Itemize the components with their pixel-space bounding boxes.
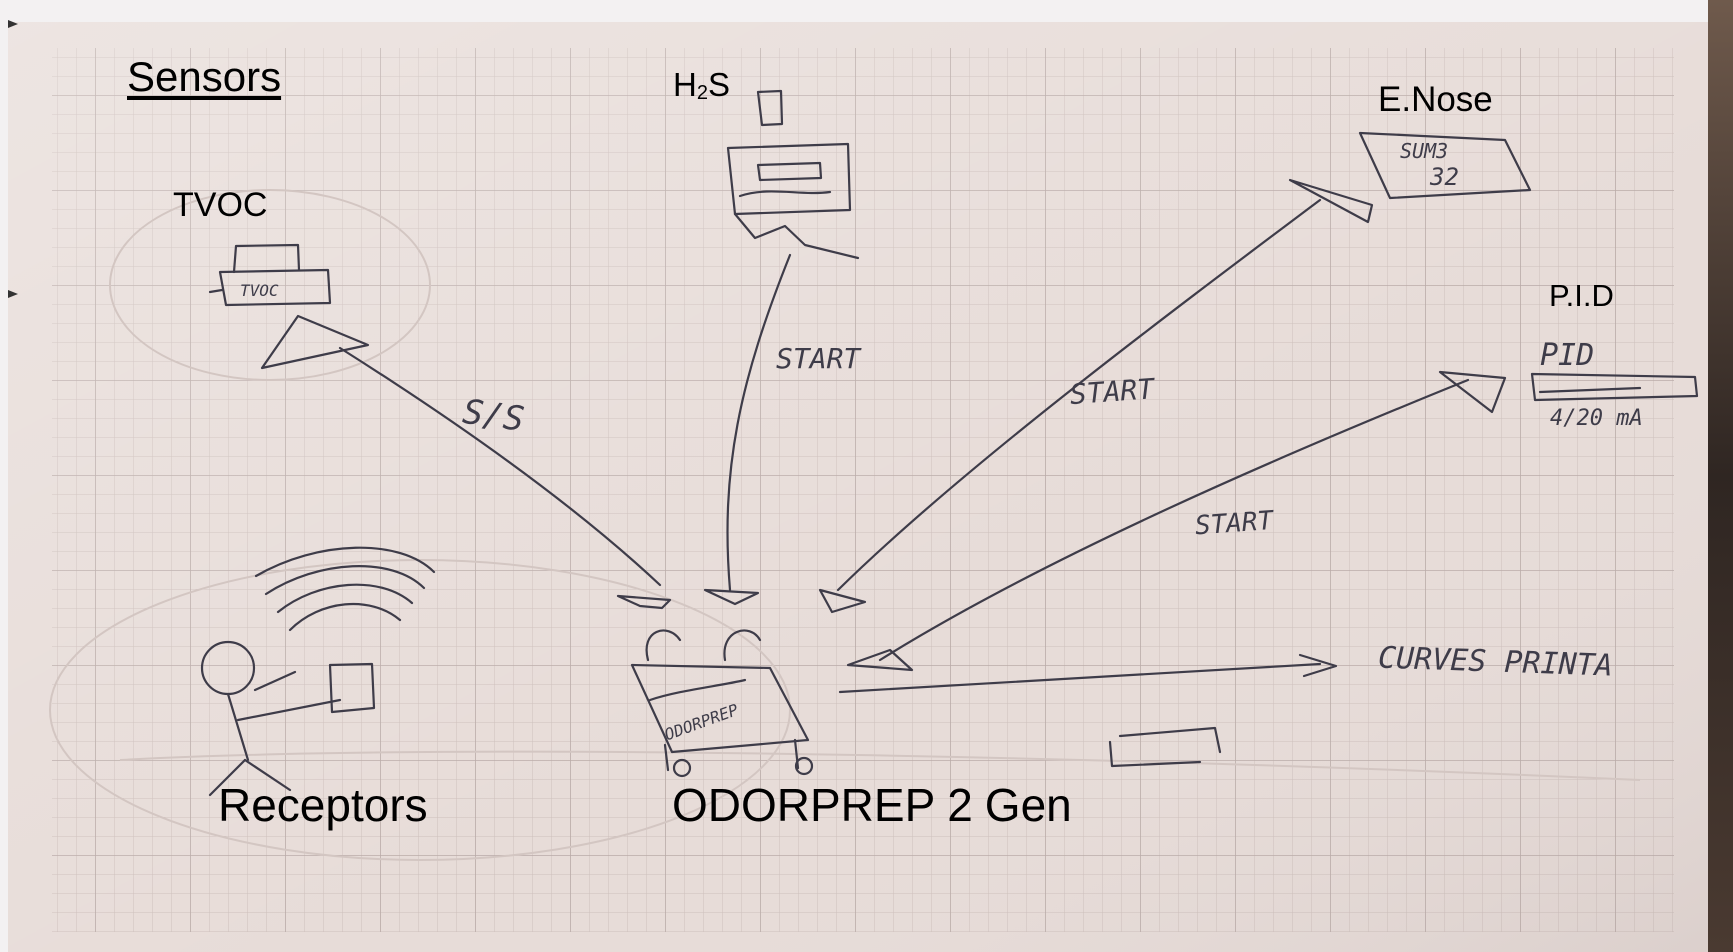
h2s-label-subscript: 2	[696, 82, 708, 104]
frame-mark	[8, 20, 18, 28]
h2s-label-prefix: H	[673, 66, 697, 103]
link-odorprep-to-output	[838, 653, 1338, 694]
handwritten-tvoc-link-label: S/S	[460, 392, 526, 440]
tvoc-device-sketch	[208, 243, 332, 307]
erased-pencil-marks	[49, 189, 1641, 861]
receptor-person-sketch	[200, 546, 436, 797]
photo-edge	[1708, 0, 1733, 952]
handwritten-tvoc-box-label: TVOC	[240, 281, 279, 300]
handwritten-pid-link-label: START	[1194, 506, 1276, 541]
enose-label: E.Nose	[1378, 80, 1493, 119]
receptors-label: Receptors	[218, 779, 428, 831]
handwritten-enose-link-label: START	[1069, 372, 1158, 411]
sensors-heading: Sensors	[127, 53, 282, 100]
h2s-device-sketch	[726, 89, 860, 260]
link-enose-to-odorprep	[818, 178, 1374, 614]
link-tvoc-to-odorprep	[260, 314, 672, 610]
link-h2s-to-odorprep	[703, 253, 792, 606]
odorprep-suffix: Gen	[984, 779, 1072, 831]
handwritten-output-label: CURVES PRINTA	[1377, 640, 1613, 683]
h2s-label: H2S	[673, 68, 730, 103]
link-pid-to-odorprep	[846, 370, 1507, 672]
grid-paper	[8, 22, 1708, 952]
handwritten-enose-box-line2: 32	[1429, 163, 1459, 191]
handwritten-pid-box-range: 4/20 mA	[1550, 406, 1643, 431]
frame-mark	[8, 290, 18, 298]
tvoc-label: TVOC	[173, 186, 268, 224]
enose-device-sketch	[1358, 131, 1532, 200]
handwritten-enose-box-line1: SUM3	[1400, 139, 1448, 163]
pid-device-sketch	[1530, 372, 1699, 402]
handwritten-h2s-link-label: START	[776, 342, 862, 375]
h2s-label-suffix: S	[707, 66, 730, 103]
odorprep-cart-sketch	[630, 629, 1222, 778]
odorprep-name: ODORPREP 2	[672, 779, 973, 831]
pid-label: P.I.D	[1549, 278, 1614, 313]
handwritten-pid-box-title: PID	[1540, 338, 1594, 373]
